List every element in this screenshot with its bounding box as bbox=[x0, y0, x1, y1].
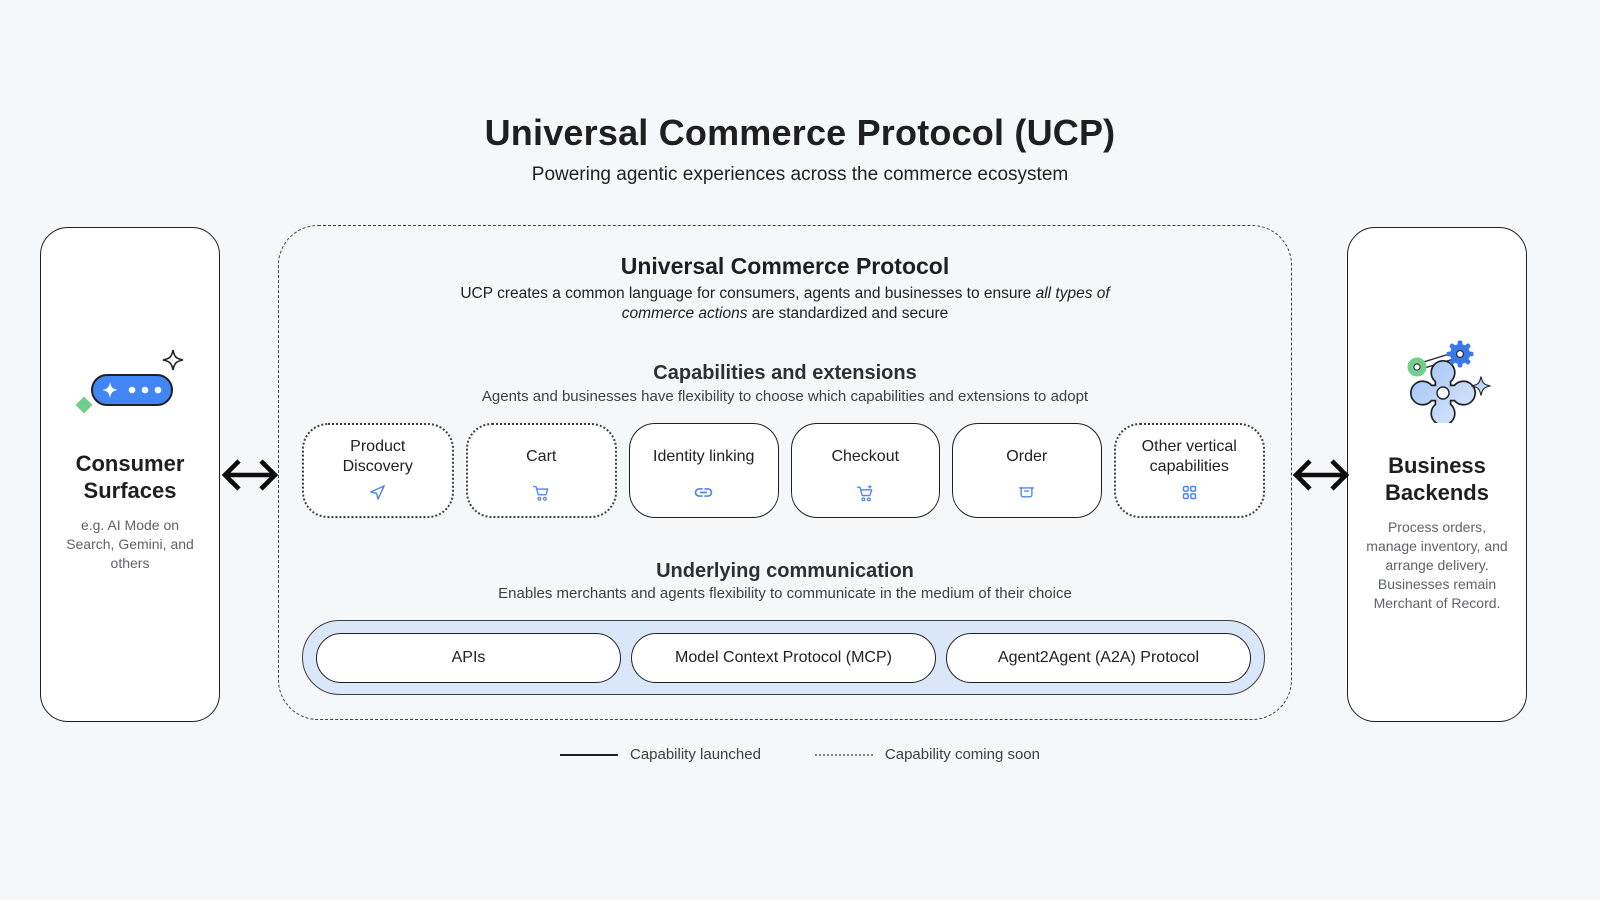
communication-band: APIs Model Context Protocol (MCP) Agent2… bbox=[302, 620, 1265, 695]
page-subtitle: Powering agentic experiences across the … bbox=[531, 164, 1069, 185]
shopping-cart-icon bbox=[532, 482, 551, 504]
capability-card-other-vertical: Other vertical capabilities bbox=[1113, 423, 1265, 518]
capability-label: Identity linking bbox=[653, 447, 755, 465]
legend-item-coming-soon: Capability coming soon bbox=[814, 746, 1040, 763]
protocol-pill-apis: APIs bbox=[316, 632, 621, 683]
double-arrow-icon-right bbox=[1292, 452, 1350, 503]
capability-card-cart: Cart bbox=[465, 423, 617, 518]
chat-pill-sparkle-icon bbox=[70, 343, 190, 426]
capability-label: Cart bbox=[526, 447, 557, 465]
ucp-description: UCP creates a common language for consum… bbox=[460, 285, 1110, 322]
capabilities-section-subtitle: Agents and businesses have flexibility t… bbox=[481, 388, 1089, 405]
legend-launched-label: Capability launched bbox=[629, 746, 761, 763]
business-backends-description: Process orders, manage inventory, and ar… bbox=[1366, 519, 1508, 611]
protocol-pill-a2a: Agent2Agent (A2A) Protocol bbox=[946, 632, 1251, 683]
capability-label: Order bbox=[1006, 447, 1048, 465]
legend: Capability launched Capability coming so… bbox=[0, 746, 1600, 763]
ucp-title: Universal Commerce Protocol bbox=[620, 253, 950, 279]
navigation-arrow-icon bbox=[368, 482, 387, 504]
legend-item-launched: Capability launched bbox=[559, 746, 761, 763]
business-backends-box: Business Backends Process orders, manage… bbox=[1347, 227, 1527, 722]
capability-cards-row: Product Discovery Cart Identity linking … bbox=[302, 423, 1265, 518]
capability-card-product-discovery: Product Discovery bbox=[302, 423, 454, 518]
capability-label: Checkout bbox=[831, 447, 900, 465]
link-icon bbox=[693, 482, 714, 504]
capability-label: Product Discovery bbox=[342, 437, 413, 475]
consumer-surfaces-description: e.g. AI Mode on Search, Gemini, and othe… bbox=[66, 517, 194, 571]
capability-card-identity-linking: Identity linking bbox=[629, 423, 779, 518]
gears-sparkle-icon bbox=[1381, 331, 1493, 428]
dotted-line-swatch bbox=[814, 753, 873, 756]
solid-line-swatch bbox=[559, 753, 618, 756]
business-backends-title: Business Backends bbox=[1385, 453, 1489, 505]
cart-checkout-icon bbox=[856, 482, 875, 504]
communication-section-subtitle: Enables merchants and agents flexibility… bbox=[498, 585, 1072, 602]
double-arrow-icon-left bbox=[221, 452, 279, 503]
consumer-surfaces-box: Consumer Surfaces e.g. AI Mode on Search… bbox=[40, 227, 220, 722]
ucp-dashed-box bbox=[278, 225, 1292, 720]
consumer-surfaces-title: Consumer Surfaces bbox=[75, 451, 185, 503]
communication-section-title: Underlying communication bbox=[656, 560, 914, 582]
protocol-pill-mcp: Model Context Protocol (MCP) bbox=[631, 632, 936, 683]
capabilities-section-title: Capabilities and extensions bbox=[653, 362, 917, 384]
legend-coming-soon-label: Capability coming soon bbox=[884, 746, 1040, 763]
order-box-icon bbox=[1017, 482, 1036, 504]
page-title: Universal Commerce Protocol (UCP) bbox=[484, 112, 1116, 153]
grid-icon bbox=[1181, 482, 1198, 504]
capability-label: Other vertical capabilities bbox=[1141, 437, 1237, 475]
capability-card-order: Order bbox=[952, 423, 1102, 518]
capability-card-checkout: Checkout bbox=[790, 423, 940, 518]
